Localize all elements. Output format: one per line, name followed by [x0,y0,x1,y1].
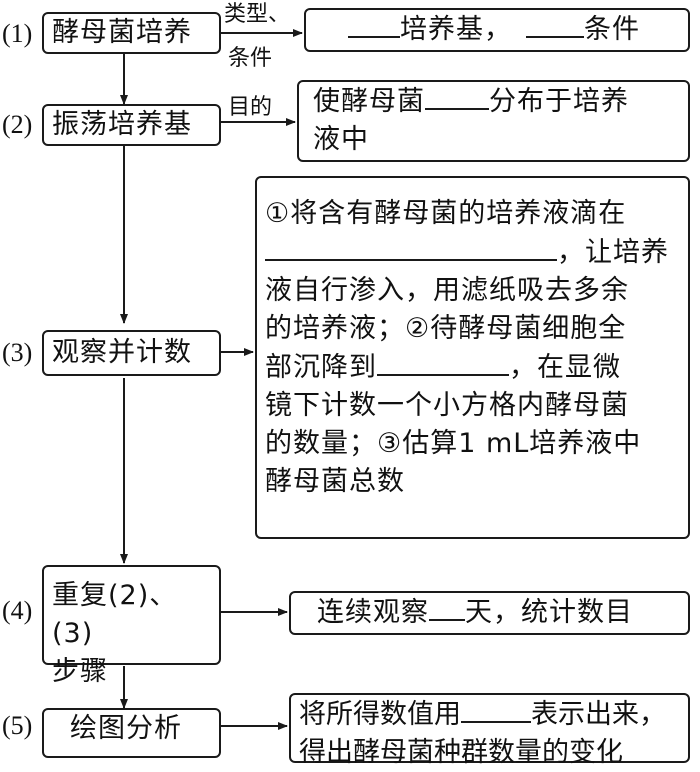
outcome-3-line6: 镜下计数一个小方格内酵母菌 [265,390,629,421]
outcome-4-text-1: 连续观察 [317,597,429,628]
step-number-3: (3) [2,338,33,367]
flow-connectors [120,29,303,730]
outcome-1-text-2: 条件 [584,14,640,45]
outcome-5-line1: 将所得数值用 表示出来， [299,695,680,734]
step-label-5: 绘图分析 [70,713,182,744]
outcome-2-line1: 使酵母菌 分布于培养 [313,82,680,121]
blank-condition [526,10,584,38]
outcome-5-text-1b: 表示出来， [531,699,666,730]
step-number-5: (5) [2,711,33,740]
step-box-1: 酵母菌培养 [42,12,221,54]
outcome-2-line2: 液中 [313,124,369,155]
outcome-3-text-5a: 部沉降到 [265,352,377,383]
outcome-box-5: 将所得数值用 表示出来， 得出酵母菌种群数量的变化 [289,693,690,768]
step-box-5: 绘图分析 [42,708,221,758]
outcome-3-line4: 的培养液；②待酵母菌细胞全 [265,313,627,344]
step-label-4-line2: 步骤 [52,656,108,687]
blank-medium-type [348,10,400,38]
outcome-2-text-2: 分布于培养 [489,86,629,117]
outcome-3-line7: 的数量；③估算1 mL培养液中 [265,428,642,459]
outcome-3-text-2: ，让培养 [557,237,669,268]
outcome-2-text-1: 使酵母菌 [313,86,425,117]
step-box-2: 振荡培养基 [42,104,221,146]
outcome-box-1: 培养基， 条件 [304,8,690,52]
step-number-2: (2) [2,110,33,139]
outcome-3-line1: ①将含有酵母菌的培养液滴在 [265,198,627,229]
outcome-3-line5: 部沉降到 ，在显微 [265,348,680,387]
edge-label-condition: 条件 [228,46,273,71]
step-label-3: 观察并计数 [52,337,192,368]
step-number-4: (4) [2,596,33,625]
step-box-3: 观察并计数 [42,330,221,376]
outcome-box-4: 连续观察 天，统计数目 [289,591,690,635]
edge-label-purpose: 目的 [228,95,273,120]
outcome-box-3: ①将含有酵母菌的培养液滴在 ，让培养 液自行渗入，用滤纸吸去多余 的培养液；②待… [255,176,690,539]
step-label-4-line1: 重复(2)、(3) [52,580,178,649]
outcome-3-line2: ，让培养 [265,233,680,272]
outcome-4-text-2: 天，统计数目 [465,597,633,628]
step-number-1: (1) [2,19,33,48]
outcome-box-2: 使酵母菌 分布于培养 液中 [297,80,690,162]
outcome-5-line2: 得出酵母菌种群数量的变化 [299,737,623,768]
blank-settle-location [377,348,509,376]
outcome-3-line8: 酵母菌总数 [265,466,405,497]
blank-days [429,593,465,621]
edge-label-type: 类型、 [224,2,291,27]
blank-distribution [425,82,489,110]
blank-representation [461,695,531,723]
outcome-3-line3: 液自行渗入，用滤纸吸去多余 [265,275,629,306]
step-label-2: 振荡培养基 [52,109,192,140]
horizontal-flow-arrows [221,29,303,730]
step-label-1: 酵母菌培养 [52,17,192,48]
outcome-3-text-5b: ，在显微 [509,352,621,383]
blank-counting-chamber [265,233,557,261]
step-box-4: 重复(2)、(3) 步骤 [42,565,221,687]
outcome-1-text-1: 培养基， [400,14,512,45]
outcome-5-text-1a: 将所得数值用 [299,699,461,730]
